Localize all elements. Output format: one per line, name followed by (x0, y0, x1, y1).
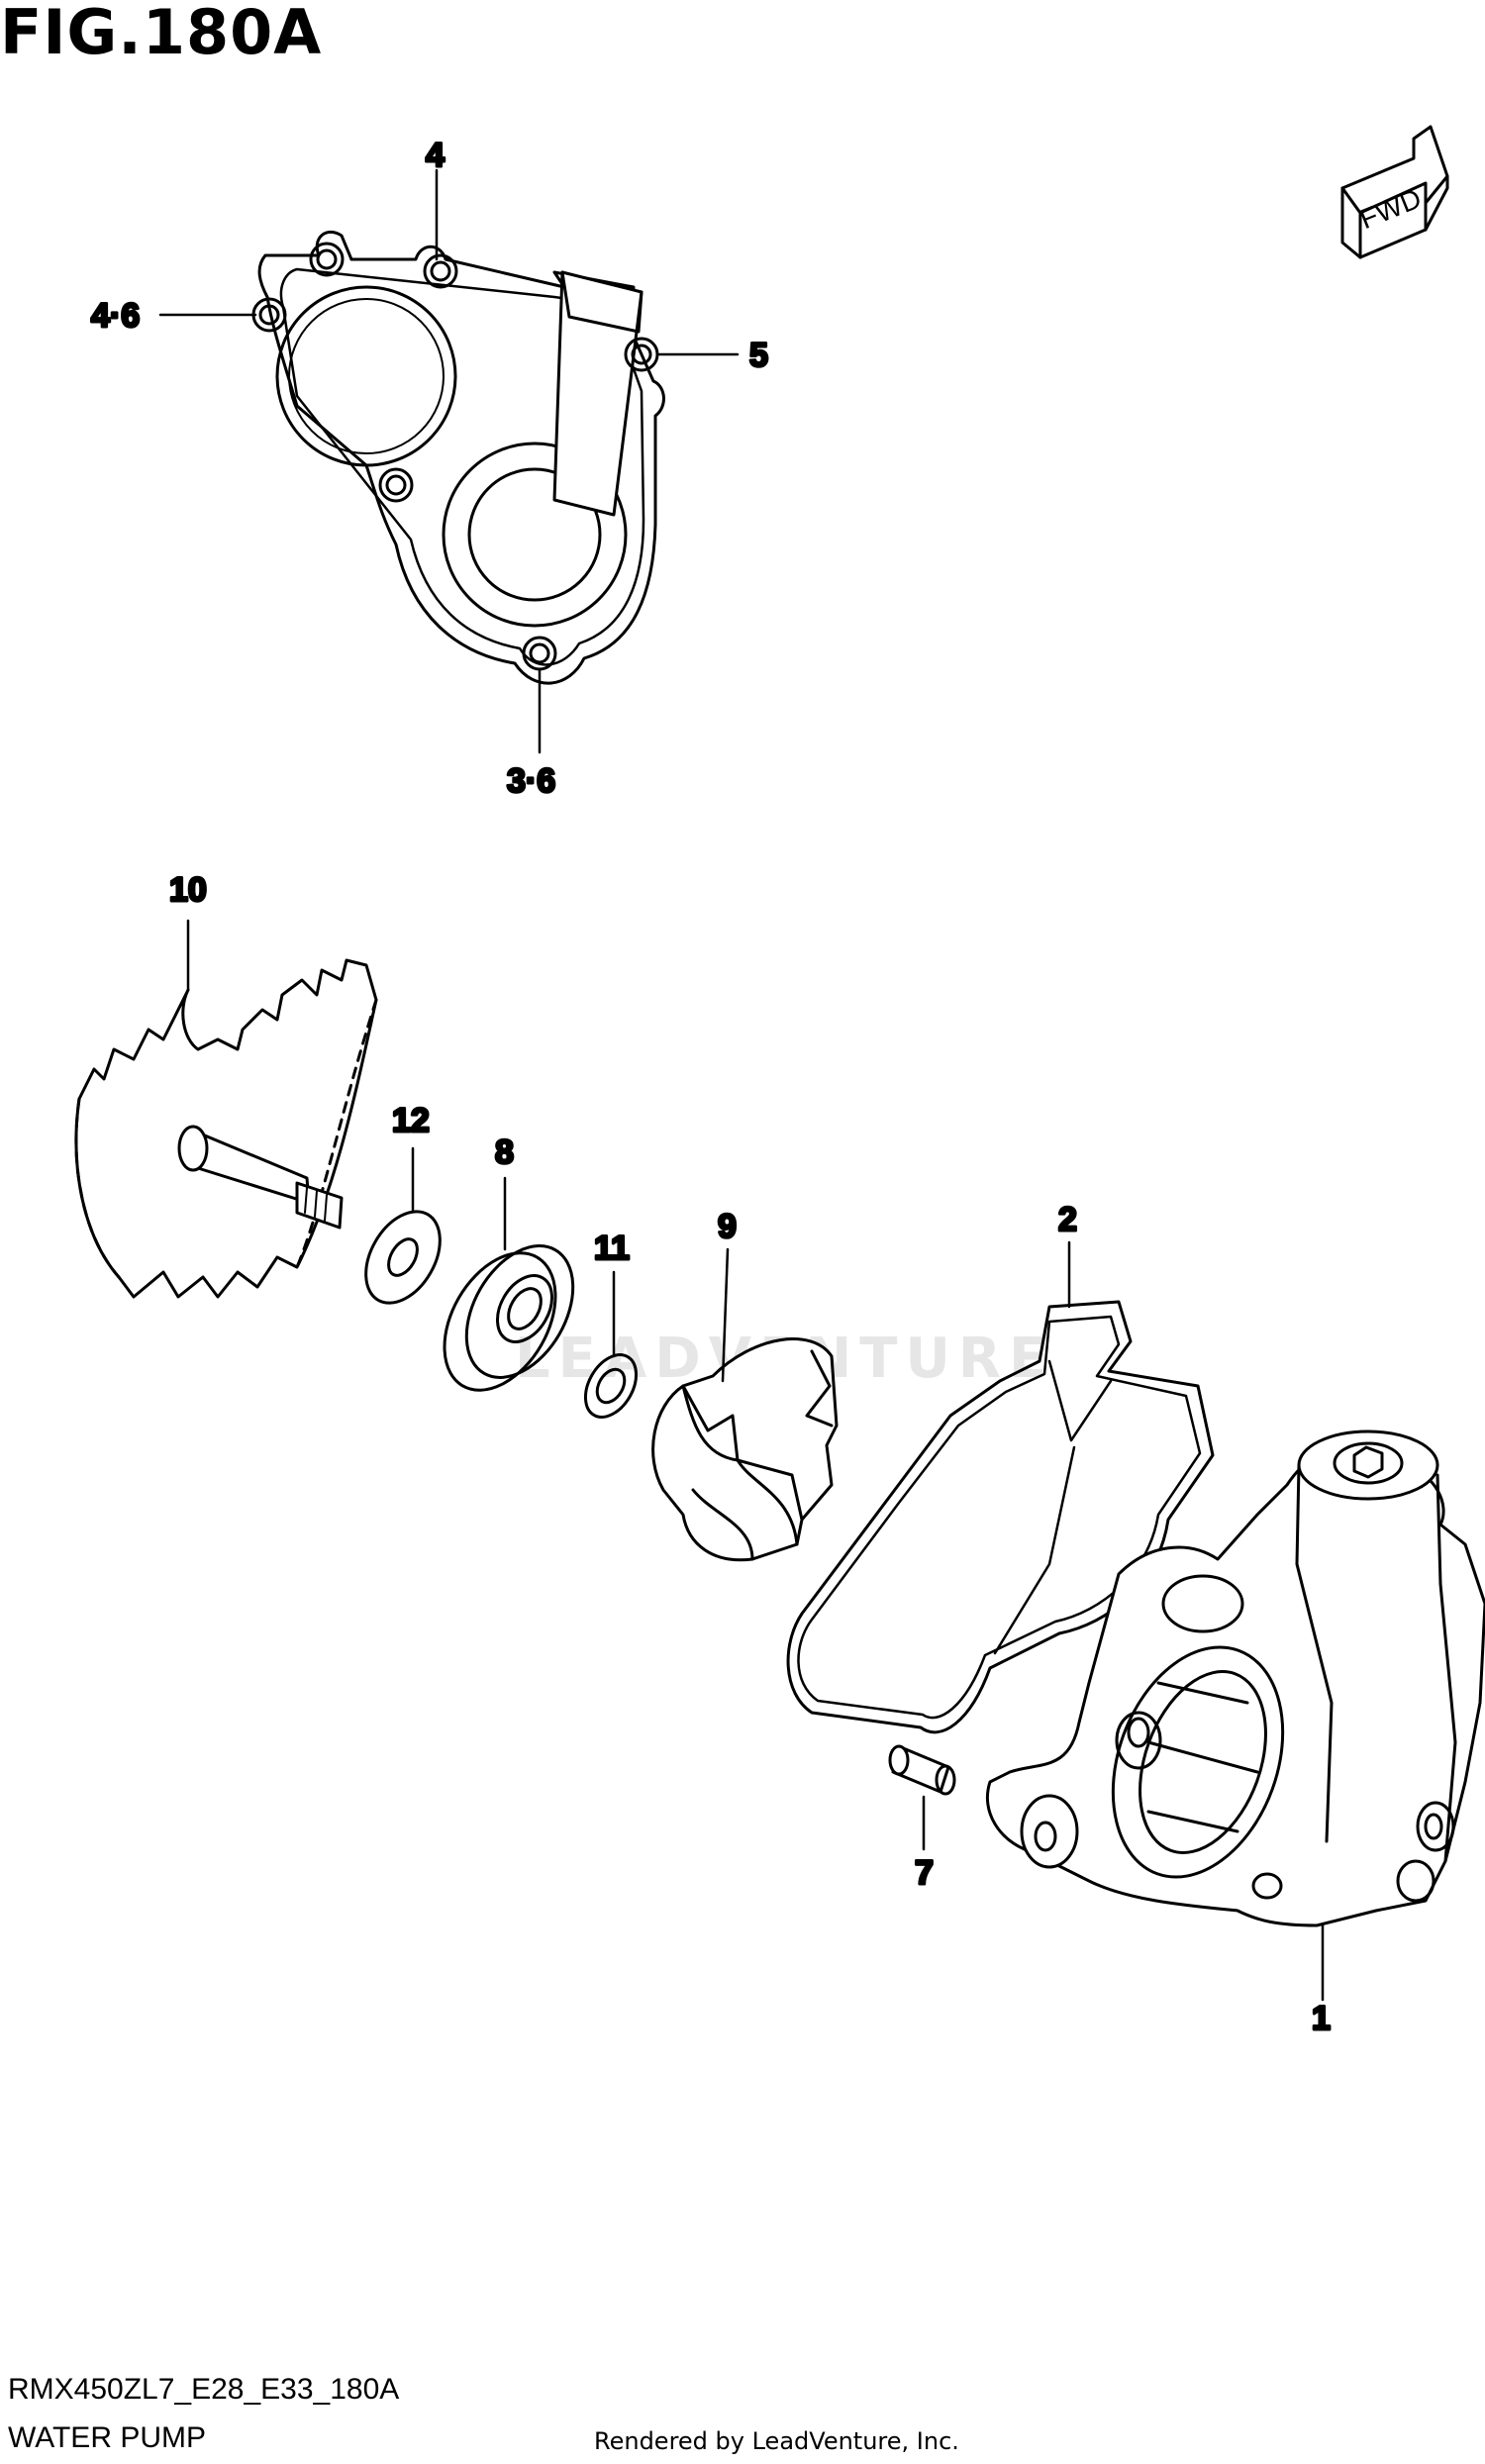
model-code: RMX450ZL7_E28_E33_180A (8, 2373, 400, 2406)
leader-lines (158, 168, 1325, 2002)
section-name: WATER PUMP (8, 2421, 206, 2454)
callout-labels: 4 4·6 5 3·6 10 12 8 11 9 2 7 1 (90, 136, 1333, 2039)
figure-title: FIG.180A (0, 0, 323, 68)
mechanical-seal (443, 1244, 575, 1392)
washer (364, 1210, 442, 1305)
callout-9: 9 (718, 1208, 737, 1245)
callout-2: 2 (1058, 1201, 1077, 1238)
render-credit: Rendered by LeadVenture, Inc. (594, 2427, 959, 2455)
callout-8: 8 (495, 1133, 514, 1171)
water-pump-cover (251, 230, 665, 685)
callout-12: 12 (392, 1102, 430, 1139)
fwd-arrow-icon: FWD (1340, 125, 1449, 259)
callout-7: 7 (915, 1854, 934, 1892)
pump-body (985, 1429, 1485, 1927)
callout-3-6: 3·6 (507, 762, 555, 800)
callout-4: 4 (426, 137, 445, 174)
e-ring (583, 1353, 639, 1419)
callout-1: 1 (1312, 2000, 1331, 2037)
callout-5: 5 (749, 337, 768, 374)
callout-11: 11 (594, 1230, 630, 1267)
callout-4-6: 4·6 (91, 297, 140, 335)
dowel-pin (888, 1744, 956, 1796)
impeller (651, 1337, 839, 1562)
callout-10: 10 (169, 871, 207, 909)
pump-gear-shaft (74, 958, 378, 1299)
